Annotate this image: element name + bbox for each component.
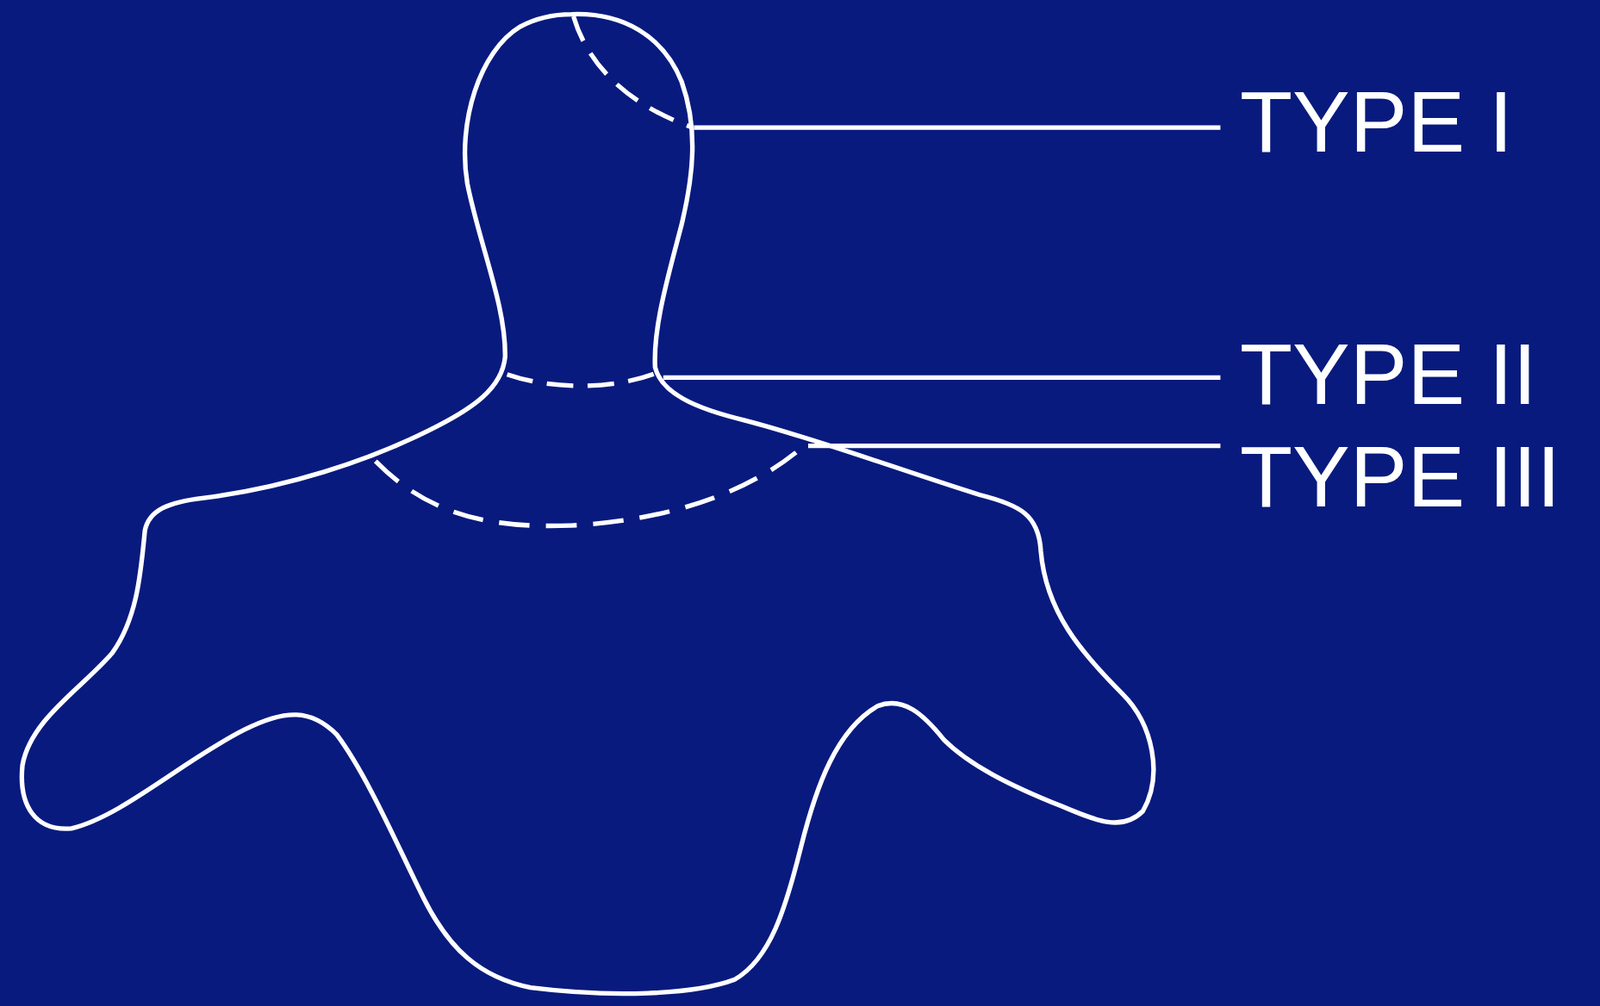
leader-line xyxy=(693,124,1221,130)
type-label: TYPE III xyxy=(1239,433,1561,520)
leader-line xyxy=(808,443,1221,449)
type-i-fracture-line xyxy=(573,16,691,127)
axis-outline xyxy=(21,13,1153,994)
type-label: TYPE I xyxy=(1239,78,1513,165)
type-ii-fracture-line xyxy=(507,373,656,386)
leader-line xyxy=(663,375,1221,380)
type-iii-fracture-line xyxy=(375,443,807,526)
type-label: TYPE II xyxy=(1239,330,1538,418)
